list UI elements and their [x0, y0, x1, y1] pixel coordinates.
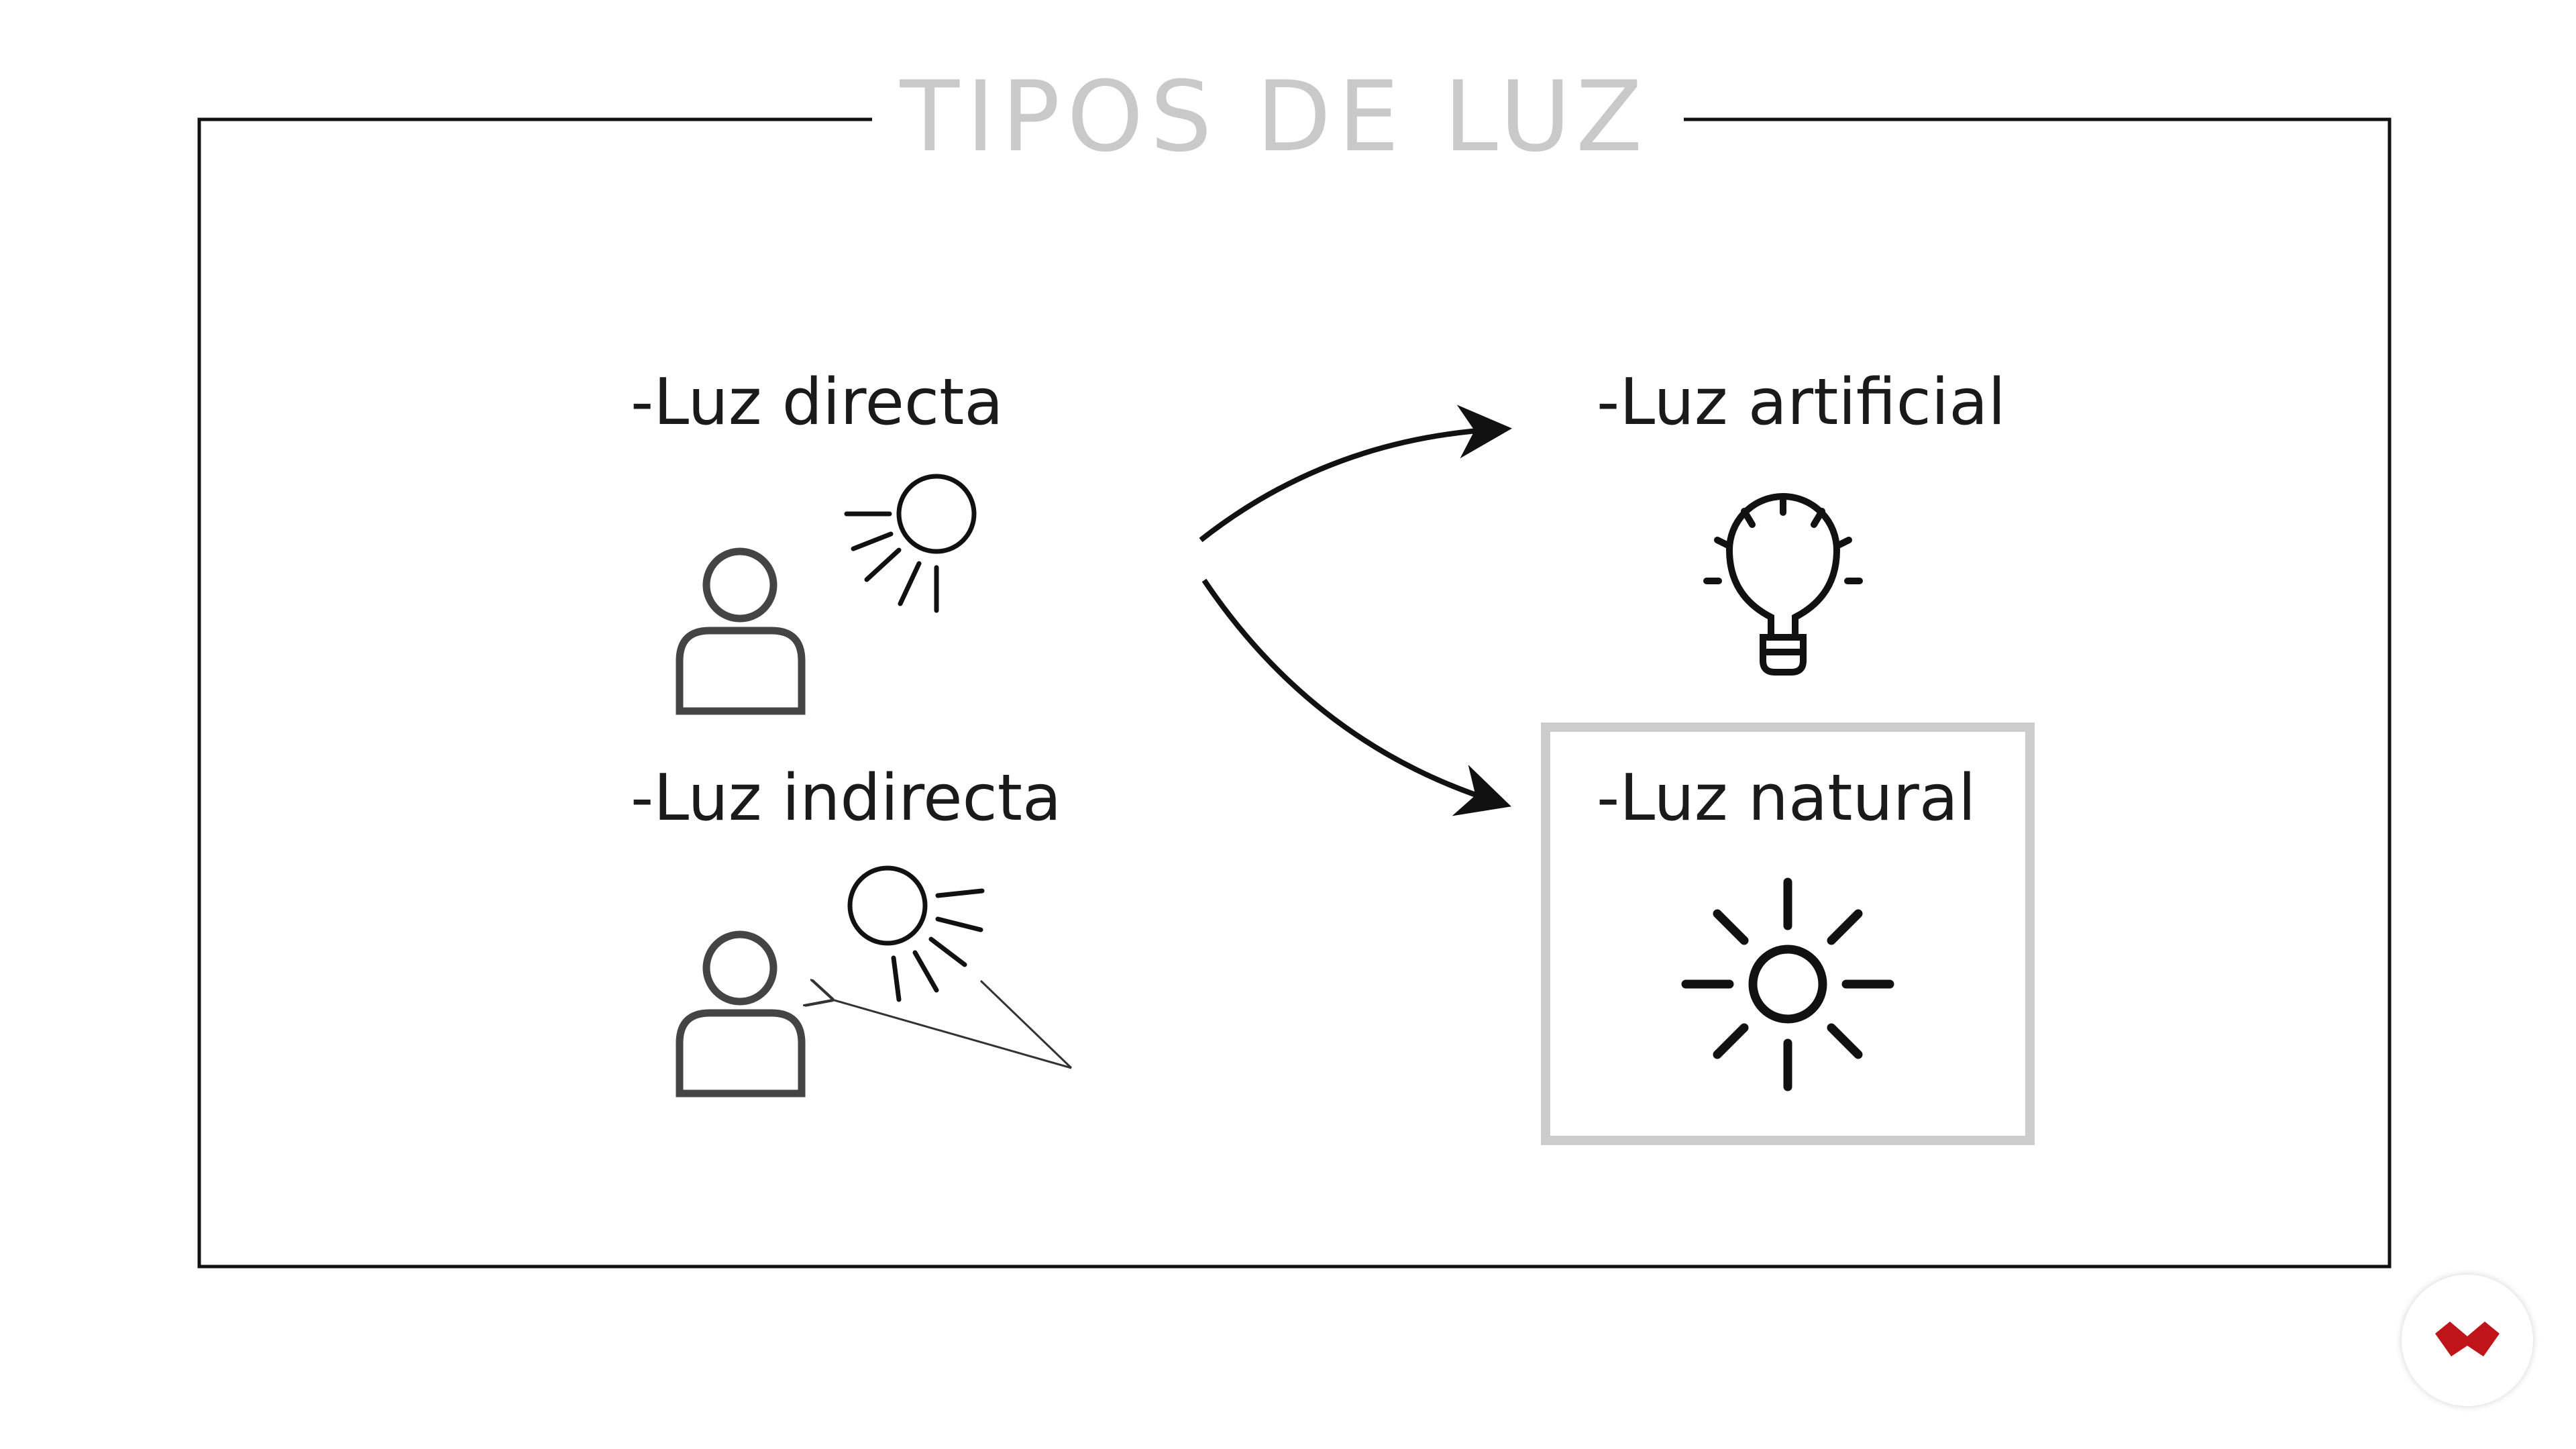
frame — [197, 117, 2392, 1269]
label-luz-indirecta: -Luz indirecta — [631, 761, 1062, 835]
brand-logo-button[interactable] — [2402, 1275, 2533, 1406]
sun-icon — [1681, 877, 1894, 1091]
sun-reflection-icon — [847, 865, 985, 1002]
label-luz-artificial: -Luz artificial — [1597, 366, 2006, 439]
person-icon — [676, 547, 806, 715]
label-luz-directa: -Luz directa — [631, 366, 1004, 439]
sun-rays-icon — [844, 474, 977, 613]
arrow-to-natural — [1201, 578, 1511, 816]
arrow-to-artificial — [1199, 405, 1512, 543]
person-icon — [676, 930, 806, 1097]
slide-title: TIPOS DE LUZ — [900, 60, 1650, 174]
brand-logo-icon — [2435, 1322, 2500, 1356]
highlight-box — [1541, 722, 2035, 1145]
label-luz-natural: -Luz natural — [1597, 761, 1976, 835]
reflection-ray — [832, 981, 1073, 1069]
lightbulb-icon — [1703, 493, 1863, 676]
